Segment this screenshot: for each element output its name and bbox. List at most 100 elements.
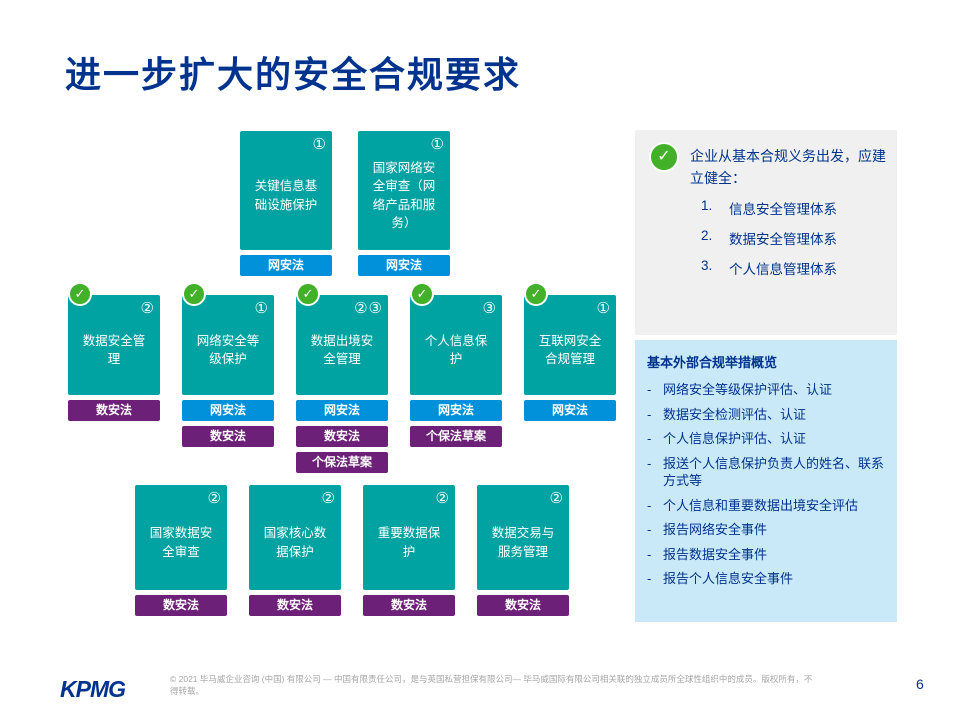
compliance-box: ② 数据交易与服务管理数安法 [477, 485, 569, 616]
compliance-card-title: 关键信息基础设施保护 [254, 179, 318, 212]
compliance-card: ②③ 数据出境安全管理 [296, 295, 388, 395]
dash-bullet: - [647, 571, 652, 587]
dash-bullet: - [647, 455, 652, 471]
dash-bullet: - [647, 406, 652, 422]
check-icon: ✓ [296, 282, 320, 306]
law-tag: 数安法 [477, 595, 569, 616]
list-number: 3. [701, 258, 713, 273]
list-item: 3. 个人信息管理体系 [701, 258, 891, 278]
compliance-card: ② 数据安全管理 [68, 295, 160, 395]
list-text: 数据安全检测评估、认证 [663, 406, 807, 422]
compliance-card: ② 国家核心数据保护 [249, 485, 341, 590]
law-tag: 数安法 [182, 426, 274, 447]
law-tag: 个保法草案 [410, 426, 502, 447]
panel-header: 基本外部合规举措概览 [647, 355, 778, 370]
dash-bullet: - [647, 431, 652, 447]
check-icon: ✓ [524, 282, 548, 306]
list-text: 网络安全等级保护评估、认证 [663, 382, 833, 397]
page-number: 6 [916, 676, 924, 692]
law-tag: 数安法 [296, 426, 388, 447]
copyright-text: © 2021 毕马威企业咨询 (中国) 有限公司 — 中国有限责任公司，是与英国… [170, 674, 813, 696]
compliance-box: ② 重要数据保护数安法 [363, 485, 455, 616]
law-tag: 个保法草案 [296, 452, 388, 473]
priority-number: ① [312, 136, 327, 153]
check-icon: ✓ [182, 282, 206, 306]
priority-number: ②③ [354, 300, 383, 317]
check-icon: ✓ [68, 282, 92, 306]
list-text: 个人信息管理体系 [729, 262, 837, 277]
priority-number: ② [549, 490, 564, 507]
check-icon: ✓ [410, 282, 434, 306]
list-text: 个人信息和重要数据出境安全评估 [663, 497, 859, 513]
page-title: 进一步扩大的安全合规要求 [65, 54, 522, 95]
compliance-card: ① 关键信息基础设施保护 [240, 131, 332, 250]
law-tag: 数安法 [249, 595, 341, 616]
list-text: 报告数据安全事件 [663, 546, 768, 562]
law-tag: 网安法 [240, 255, 332, 276]
law-tag: 数安法 [363, 595, 455, 616]
compliance-box: ✓ ②③ 数据出境安全管理网安法数安法个保法草案 [296, 282, 388, 473]
list-item: -数据安全检测评估、认证 [647, 406, 885, 424]
list-item: 2.数据安全管理体系 [701, 228, 891, 248]
priority-number: ② [140, 300, 155, 317]
compliance-card: ① 国家网络安全审查（网络产品和服务） [358, 131, 450, 250]
list-item: -报告网络安全事件 [647, 521, 885, 539]
management-system-list: 1. 信息安全管理体系 2.数据安全管理体系 3. 个人信息管理体系 [701, 198, 891, 288]
compliance-card-title: 国家网络安全审查（网络产品和服务） [372, 161, 436, 230]
list-item: -个人信息和重要数据出境安全评估 [647, 497, 885, 515]
list-item: -报送个人信息保护负责人的姓名、联系方式等 [647, 455, 885, 490]
dash-bullet: - [647, 522, 652, 538]
list-item: -个人信息保护评估、认证 [647, 430, 885, 448]
list-item: -网络安全等级保护评估、认证 [647, 381, 885, 399]
compliance-card-title: 数据交易与服务管理 [491, 526, 555, 559]
priority-number: ① [254, 300, 269, 317]
compliance-card-title: 互联网安全合规管理 [538, 333, 602, 366]
compliance-card-title: 数据安全管理 [82, 333, 146, 366]
internal-compliance-panel: ✓ 企业从基本合规义务出发，应建立健全： 1. 信息安全管理体系 2.数据安全管理体… [635, 130, 897, 335]
compliance-card: ② 数据交易与服务管理 [477, 485, 569, 590]
panel-intro-text: 企业从基本合规义务出发，应建立健全： [690, 148, 886, 186]
list-item: -报告个人信息安全事件 [647, 570, 885, 588]
kpmg-logo: KPMG [60, 676, 126, 702]
compliance-box: ② 国家核心数据保护数安法 [249, 485, 341, 616]
list-text: 数据安全管理体系 [729, 232, 837, 247]
law-tag: 网安法 [296, 400, 388, 421]
compliance-card-title: 个人信息保护 [424, 333, 488, 366]
compliance-card-title: 数据出境安全管理 [310, 333, 374, 366]
priority-number: ② [435, 490, 450, 507]
list-text: 报告个人信息安全事件 [663, 571, 794, 587]
priority-number: ② [321, 490, 336, 507]
priority-number: ② [207, 490, 222, 507]
list-item: 1. 信息安全管理体系 [701, 198, 891, 218]
law-tag: 网安法 [182, 400, 274, 421]
list-item: -报告数据安全事件 [647, 546, 885, 564]
list-text: 报告网络安全事件 [663, 522, 768, 538]
external-compliance-panel: 基本外部合规举措概览 -网络安全等级保护评估、认证-数据安全检测评估、认证-个人… [635, 340, 897, 622]
list-text: 报送个人信息保护负责人的姓名、联系方式等 [663, 455, 885, 489]
diagram-row-top: ① 关键信息基础设施保护网安法 ① 国家网络安全审查（网络产品和服务） 网安法 [240, 131, 450, 276]
law-tag: 数安法 [68, 400, 160, 421]
list-text: 个人信息保护评估、认证 [663, 431, 807, 447]
priority-number: ① [596, 300, 611, 317]
law-tag: 网安法 [358, 255, 450, 276]
compliance-card-title: 重要数据保护 [377, 526, 441, 559]
dash-bullet: - [647, 497, 652, 513]
compliance-measure-list: -网络安全等级保护评估、认证-数据安全检测评估、认证-个人信息保护评估、认证-报… [647, 381, 885, 588]
compliance-card-title: 国家核心数据保护 [263, 526, 327, 559]
list-number: 1. [701, 198, 713, 213]
compliance-card: ② 重要数据保护 [363, 485, 455, 590]
list-text: 信息安全管理体系 [729, 202, 837, 217]
priority-number: ① [430, 136, 445, 153]
check-icon: ✓ [649, 142, 679, 172]
compliance-card: ① 互联网安全合规管理 [524, 295, 616, 395]
compliance-box: ① 国家网络安全审查（网络产品和服务） 网安法 [358, 131, 450, 276]
